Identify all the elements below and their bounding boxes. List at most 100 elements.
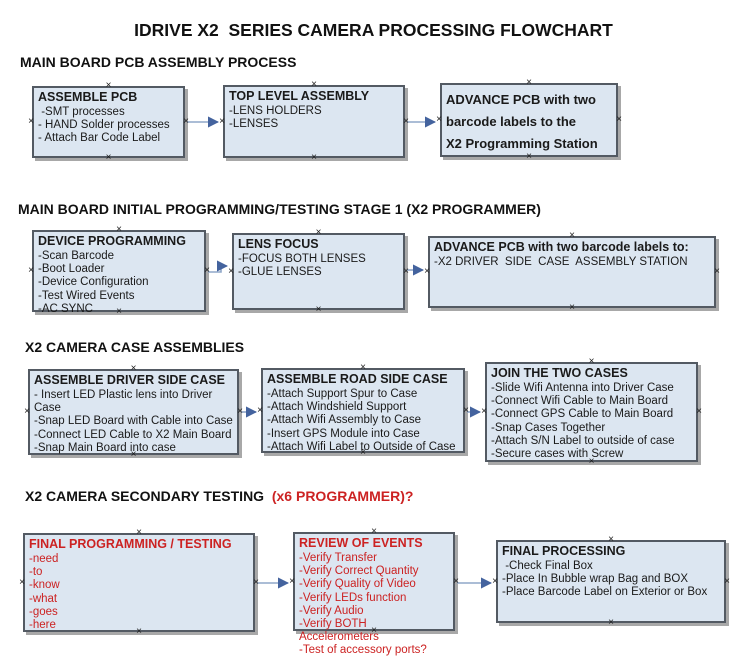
connection-handle-icon: × [453,575,459,587]
box-item: -Attach Windshield Support [267,401,407,414]
box-items: -LENS HOLDERS-LENSES [229,105,399,131]
box-item: -Connect GPS Cable to Main Board [491,408,674,421]
box-item: -Boot Loader [38,263,105,276]
connection-handle-icon: × [311,152,317,163]
connection-handle-icon: × [219,115,225,127]
connection-handle-icon: × [360,362,366,373]
connection-handle-icon: × [130,449,137,460]
section-heading-case-assemblies: X2 CAMERA CASE ASSEMBLIES [25,339,245,355]
connection-handle-icon: × [463,404,469,416]
connection-handle-icon: × [228,265,234,277]
box-item: -Verify Audio [299,604,364,617]
connection-handle-icon: × [28,116,34,127]
section-heading-secondary-testing: X2 CAMERA SECONDARY TESTING (x6 PROGRAMM… [25,488,413,504]
box-title: FINAL PROGRAMMING / TESTING [29,537,232,551]
box-items: -X2 DRIVER SIDE CASE ASSEMBLY STATION [434,256,710,269]
connection-handle-icon: × [526,77,532,88]
heading-black-part: X2 CAMERA SECONDARY TESTING [25,488,268,504]
connection-handle-icon: × [105,80,112,91]
box-item: -Test Wired Events [38,289,135,302]
box-item: -Snap Cases Together [491,421,606,434]
box-title: TOP LEVEL ASSEMBLY [229,89,370,103]
flow-box-assemble-pcb: ASSEMBLE PCB -SMT processes- HAND Solder… [28,81,189,163]
heading-red-part: (x6 PROGRAMMER)? [267,488,414,504]
box-items: -Attach Support Spur to Case-Attach Wind… [267,388,459,454]
flow-box-assemble-driver-side-case: ASSEMBLE DRIVER SIDE CASE - Insert LED P… [24,364,243,460]
connection-handle-icon: × [257,404,263,416]
box-item: -Snap LED Board with Cable into Case [34,415,233,428]
box-items: -Verify Transfer-Verify Correct Quantity… [299,552,449,658]
flow-box-final-processing: FINAL PROCESSING -Check Final Box-Place … [492,535,730,628]
box-item: -what [29,592,58,605]
connection-handle-icon: × [608,534,614,545]
connection-handle-icon: × [311,79,317,90]
box-item: -Attach Support Spur to Case [267,388,418,400]
connection-handle-icon: × [237,406,243,417]
connection-handle-icon: × [315,304,322,315]
connection-handle-icon: × [289,575,295,587]
box-item: -Connect Wifi Cable to Main Board [491,395,669,408]
box-title: ADVANCE PCB with two barcode labels to t… [446,92,598,151]
connection-handle-icon: × [569,230,575,241]
connection-handle-icon: × [403,265,409,277]
box-title: LENS FOCUS [238,237,319,251]
box-item: -Slide Wifi Antenna into Driver Case [491,382,674,394]
connection-handle-icon: × [492,575,498,587]
connection-handle-icon: × [481,406,487,417]
connection-handle-icon: × [105,152,112,163]
connection-handle-icon: × [116,224,122,235]
box-item: -Scan Barcode [38,250,115,262]
box-items: -FOCUS BOTH LENSES-GLUE LENSES [238,253,399,279]
connection-handle-icon: × [526,151,532,162]
box-item: -FOCUS BOTH LENSES [238,253,366,265]
box-item: -Check Final Box [502,560,593,572]
box-item: -LENS HOLDERS [229,105,322,117]
flow-box-final-programming-testing: FINAL PROGRAMMING / TESTING -need-to-kno… [19,528,259,637]
connection-handle-icon: × [136,527,142,538]
section-heading-initial-programming: MAIN BOARD INITIAL PROGRAMMING/TESTING S… [18,201,541,217]
box-title: ADVANCE PCB with two barcode labels to: [434,240,689,254]
box-items: - Insert LED Plastic lens into Driver Ca… [34,389,233,455]
box-items: -need-to-know-what-goes-here [29,553,249,632]
box-title: JOIN THE TWO CASES [491,366,628,380]
connection-handle-icon: × [436,114,442,125]
box-item: -Place In Bubble wrap Bag and BOX [502,573,689,586]
connection-handle-icon: × [588,456,595,467]
box-item: -SMT processes [38,106,125,118]
box-item: -Verify Transfer [299,552,377,564]
box-item: -Verify LEDs function [299,591,407,604]
box-items: -Check Final Box-Place In Bubble wrap Ba… [502,560,720,600]
connection-handle-icon: × [616,114,622,125]
flow-box-review-of-events: REVIEW OF EVENTS -Verify Transfer-Verify… [289,527,459,657]
box-item: -to [29,566,43,579]
connection-handle-icon: × [714,266,720,277]
flow-box-join-the-two-cases: JOIN THE TWO CASES -Slide Wifi Antenna i… [481,357,702,467]
connection-handle-icon: × [371,526,377,537]
connection-handle-icon: × [253,576,259,588]
box-item: -Verify BOTH Accelerometers [299,618,379,644]
connection-handle-icon: × [116,306,122,317]
flow-box-advance-pcb-case-station: ADVANCE PCB with two barcode labels to: … [424,231,720,313]
box-item: -Test of accessory ports? [299,644,427,657]
box-title: ASSEMBLE DRIVER SIDE CASE [34,373,226,387]
box-item: -AC SYNC [38,302,93,315]
box-item: -know [29,579,60,592]
flow-box-device-programming: DEVICE PROGRAMMING -Scan Barcode-Boot Lo… [28,225,210,317]
flow-box-assemble-road-side-case: ASSEMBLE ROAD SIDE CASE -Attach Support … [257,363,469,458]
box-item: -need [29,553,59,565]
connection-handle-icon: × [371,625,377,636]
box-item: -LENSES [229,118,279,131]
box-title: REVIEW OF EVENTS [299,536,423,550]
connection-handle-icon: × [360,447,366,458]
page-title: IDRIVE X2 SERIES CAMERA PROCESSING FLOWC… [134,20,613,40]
box-item: -Attach S/N Label to outside of case [491,434,675,447]
connection-handle-icon: × [130,363,137,374]
connection-handle-icon: × [724,575,730,587]
box-item: -Attach Wifi Label to Outside of Case [267,440,456,453]
box-title: FINAL PROCESSING [502,544,626,558]
flow-box-top-level-assembly: TOP LEVEL ASSEMBLY -LENS HOLDERS-LENSES … [219,80,409,163]
box-item: -Secure cases with Screw [491,448,624,461]
section-heading-pcb-assembly: MAIN BOARD PCB ASSEMBLY PROCESS [20,54,297,70]
connection-handle-icon: × [136,626,142,637]
